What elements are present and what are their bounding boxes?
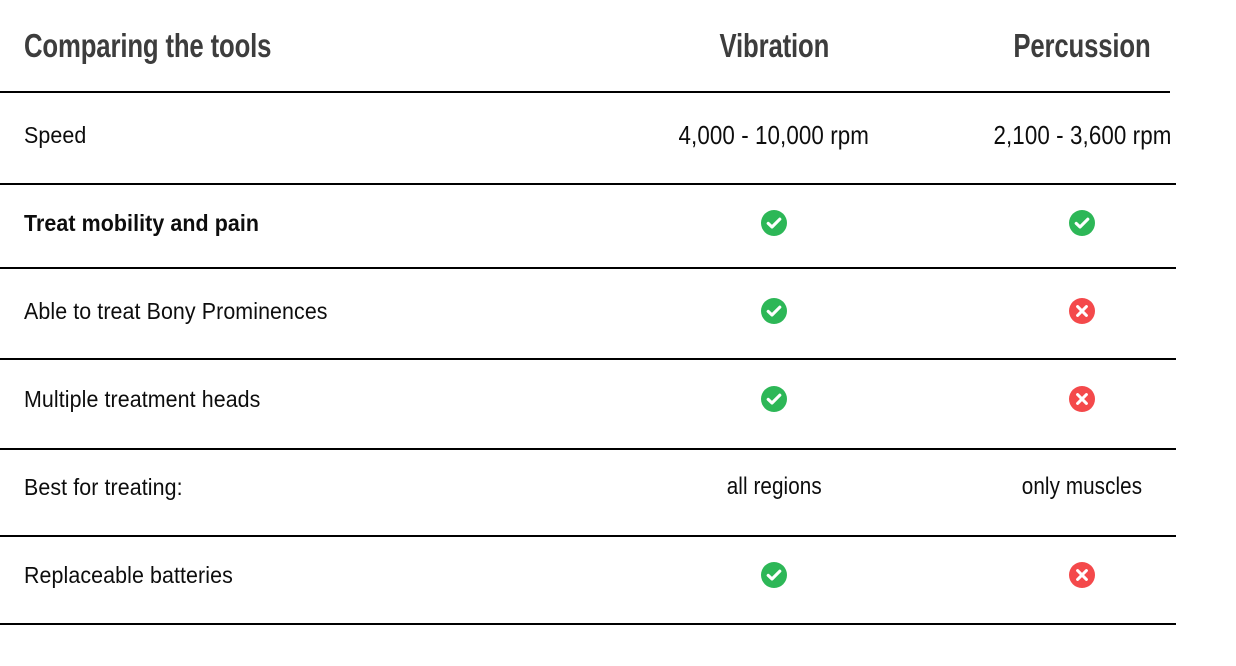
column-header-vibration: Vibration: [620, 27, 928, 65]
row-label-cell: Treat mobility and pain: [0, 210, 620, 237]
row-value-cell: 2,100 - 3,600 rpm: [928, 120, 1236, 151]
row-divider: [0, 358, 1176, 360]
row-label: Multiple treatment heads: [24, 385, 261, 412]
row-label-cell: Best for treating:: [0, 474, 620, 501]
row-value-cell: [928, 386, 1236, 412]
x-circle-icon: [1069, 298, 1095, 324]
check-circle-icon: [761, 562, 787, 588]
table-row: Best for treating: all regions only muscle…: [0, 443, 1236, 531]
x-circle-icon: [1069, 562, 1095, 588]
row-divider: [0, 448, 1176, 450]
table-header-row: Comparing the tools Vibration Percussion: [0, 0, 1236, 91]
row-value-cell: 4,000 - 10,000 rpm: [620, 120, 928, 151]
row-divider: [0, 267, 1176, 269]
row-label-cell: Able to treat Bony Prominences: [0, 298, 620, 325]
column-header-label: Percussion: [1013, 26, 1151, 64]
check-circle-icon: [761, 210, 787, 236]
cell-value: 2,100 - 3,600 rpm: [993, 119, 1171, 150]
row-divider: [0, 183, 1176, 185]
table-title-cell: Comparing the tools: [0, 27, 620, 65]
row-value-cell: all regions: [620, 473, 928, 501]
column-header-percussion: Percussion: [928, 27, 1236, 65]
row-label: Treat mobility and pain: [24, 209, 260, 236]
row-value-cell: [928, 562, 1236, 588]
row-value-cell: [928, 298, 1236, 324]
row-label-cell: Replaceable batteries: [0, 562, 620, 589]
row-label: Able to treat Bony Prominences: [24, 297, 328, 324]
row-label: Replaceable batteries: [24, 561, 233, 588]
table-row: Multiple treatment heads: [0, 355, 1236, 443]
row-value-cell: [620, 298, 928, 324]
row-divider: [0, 91, 1170, 93]
row-label: Best for treating:: [24, 473, 183, 500]
page-title: Comparing the tools: [24, 26, 272, 64]
row-label-cell: Speed: [0, 122, 620, 149]
column-header-label: Vibration: [719, 26, 829, 64]
check-circle-icon: [761, 386, 787, 412]
check-circle-icon: [1069, 210, 1095, 236]
row-value-cell: [928, 210, 1236, 236]
row-value-cell: only muscles: [928, 473, 1236, 501]
x-circle-icon: [1069, 386, 1095, 412]
table-row: Replaceable batteries: [0, 531, 1236, 619]
table-row: Treat mobility and pain: [0, 179, 1236, 267]
cell-value: 4,000 - 10,000 rpm: [678, 119, 870, 150]
row-value-cell: [620, 210, 928, 236]
row-label-cell: Multiple treatment heads: [0, 386, 620, 413]
table-row: Speed 4,000 - 10,000 rpm 2,100 - 3,600 rpm: [0, 91, 1236, 179]
cell-value: only muscles: [1021, 473, 1143, 500]
row-value-cell: [620, 386, 928, 412]
row-divider: [0, 623, 1176, 625]
table-row: Able to treat Bony Prominences: [0, 267, 1236, 355]
row-value-cell: [620, 562, 928, 588]
check-circle-icon: [761, 298, 787, 324]
row-divider: [0, 535, 1176, 537]
row-label: Speed: [24, 121, 87, 148]
cell-value: all regions: [726, 473, 822, 500]
